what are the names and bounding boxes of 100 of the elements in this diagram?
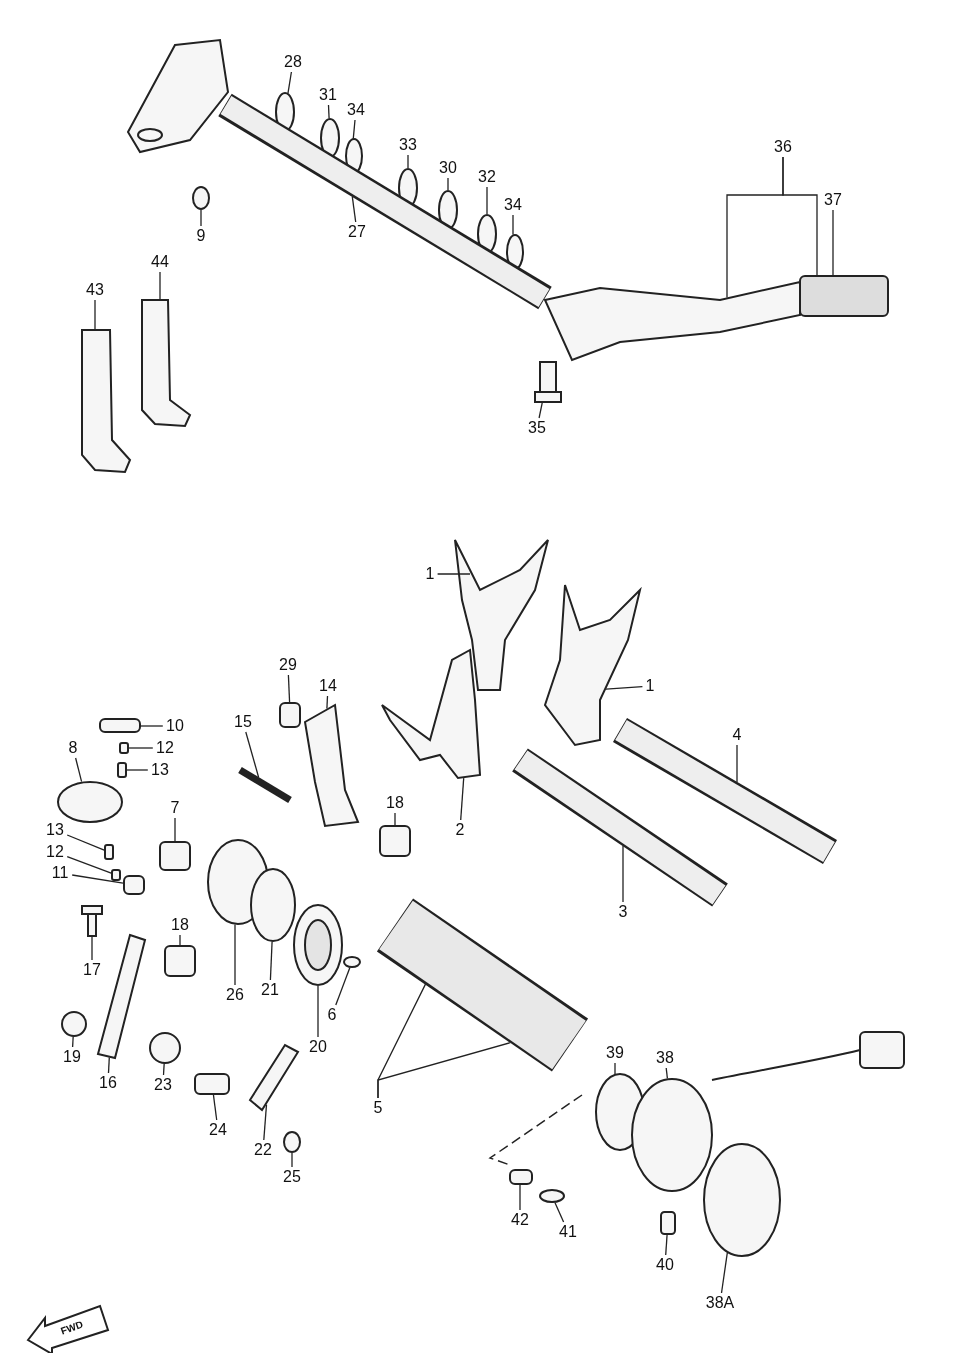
shift-drum-drawing <box>376 898 589 1072</box>
leader-line <box>394 812 396 826</box>
stopper-plate-drawing <box>303 703 360 828</box>
callout-number: 38 <box>656 1049 674 1067</box>
leader-line <box>335 966 351 1006</box>
leader-line <box>665 1067 669 1080</box>
leader-line <box>460 777 465 821</box>
bracket-drawing <box>141 299 192 428</box>
callout-number: 5 <box>373 1099 383 1117</box>
leader-line <box>327 104 330 120</box>
leader-line <box>126 769 149 771</box>
leader-line <box>554 1202 565 1223</box>
leader-line <box>317 985 319 1038</box>
callout-number: 15 <box>234 713 252 731</box>
leader-line <box>200 209 202 227</box>
callout-number: 10 <box>166 717 184 735</box>
ring-drawing <box>250 868 296 942</box>
leader-line <box>622 845 624 903</box>
leader-line <box>352 119 356 140</box>
callout-number: 27 <box>348 223 366 241</box>
pedal-rubber-drawing <box>799 275 889 317</box>
callout-number: 43 <box>86 281 104 299</box>
leader-line <box>720 1252 728 1294</box>
direction-label: FWD <box>58 1317 86 1339</box>
leader-line <box>287 674 291 704</box>
callout-number: 42 <box>511 1211 529 1229</box>
callout-number: 20 <box>309 1038 327 1056</box>
shift-rod-drawing <box>512 748 728 907</box>
callout-number: 1 <box>645 677 655 695</box>
bracket-drawing <box>81 329 132 474</box>
leader-line <box>140 725 164 727</box>
bushing-drawing <box>164 945 196 977</box>
callout-number: 35 <box>528 419 546 437</box>
callout-number: 24 <box>209 1121 227 1139</box>
callout-number: 17 <box>83 961 101 979</box>
leader-line <box>94 299 96 330</box>
callout-number: 28 <box>284 53 302 71</box>
leader-line <box>512 214 514 236</box>
leader-line <box>91 936 93 961</box>
bolt-drawing <box>660 1211 676 1235</box>
callout-number: 18 <box>386 794 404 812</box>
callout-number: 11 <box>51 864 69 882</box>
leader-line <box>107 1056 110 1074</box>
bolt-drawing <box>238 767 292 803</box>
pin-drawing <box>539 1189 565 1203</box>
callout-number: 25 <box>283 1168 301 1186</box>
callout-number: 32 <box>478 168 496 186</box>
callout-number: 22 <box>254 1141 272 1159</box>
spring-drawing <box>104 844 114 860</box>
bolt-drawing <box>279 702 301 728</box>
shift-fork-drawing <box>381 648 482 780</box>
bushing-drawing <box>379 825 411 857</box>
callout-number: 44 <box>151 253 169 271</box>
callout-number: 26 <box>226 986 244 1004</box>
leader-line <box>263 1103 268 1141</box>
nut-drawing <box>61 1011 87 1037</box>
leader-line <box>71 874 124 884</box>
leader-line <box>519 1184 521 1211</box>
leader-line <box>74 757 83 783</box>
leader-line <box>447 177 449 191</box>
callout-number: 4 <box>732 726 742 744</box>
pin-drawing <box>111 869 121 881</box>
callout-number: 13 <box>46 821 64 839</box>
callout-number: 37 <box>824 191 842 209</box>
switch-body-drawing <box>57 781 123 823</box>
callout-number: 13 <box>151 761 169 779</box>
leader-line <box>665 1233 668 1256</box>
leader-line <box>436 573 471 575</box>
shift-fork-drawing <box>543 584 642 747</box>
washer-drawing <box>192 186 210 210</box>
callout-number: 30 <box>439 159 457 177</box>
leader-line <box>212 1094 218 1121</box>
callout-number: 23 <box>154 1076 172 1094</box>
callout-number: 33 <box>399 136 417 154</box>
screw-drawing <box>81 905 103 937</box>
bolt-drawing <box>534 361 562 403</box>
leader-line <box>162 1062 165 1076</box>
leader-line <box>614 1062 616 1075</box>
leader-line <box>179 934 181 946</box>
callout-number: 31 <box>319 86 337 104</box>
callout-number: 2 <box>455 821 465 839</box>
shift-fork-drawing <box>454 539 549 691</box>
callout-number: 14 <box>319 677 337 695</box>
leader-line <box>66 834 105 851</box>
pin-drawing <box>159 841 191 871</box>
callout-number: 36 <box>774 138 792 156</box>
retainer-drawing <box>123 875 145 895</box>
callout-number: 12 <box>46 843 64 861</box>
leader-line <box>407 154 409 169</box>
leader-line <box>291 1152 293 1168</box>
leader-line <box>377 1042 511 1099</box>
callout-number: 40 <box>656 1256 674 1274</box>
leader-line <box>538 402 543 419</box>
pin-drawing <box>343 956 361 968</box>
spring-drawing <box>509 1169 533 1185</box>
callout-number: 34 <box>347 101 365 119</box>
callout-number: 1 <box>425 565 435 583</box>
callout-number: 21 <box>261 981 279 999</box>
switch-drawing <box>631 1078 713 1192</box>
leader-line <box>128 747 154 749</box>
